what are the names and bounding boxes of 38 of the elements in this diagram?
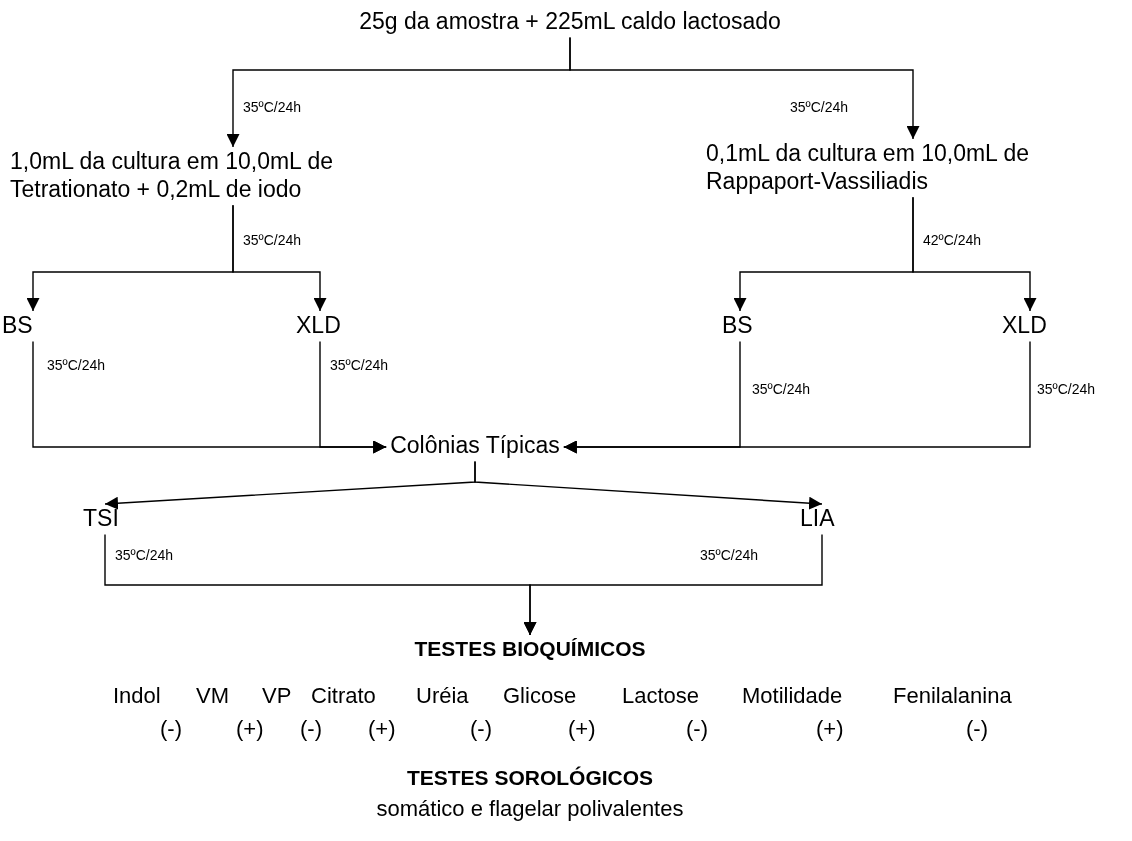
arrow	[319, 340, 387, 454]
test-result: (+)	[368, 716, 396, 742]
test-result: (+)	[236, 716, 264, 742]
section-heading: TESTES SOROLÓGICOS	[406, 766, 654, 791]
test-name: Motilidade	[742, 683, 843, 709]
step-text: XLD	[296, 312, 341, 340]
arrow	[523, 533, 823, 636]
test-name: VP	[262, 683, 292, 709]
step-text: 1,0mL da cultura em 10,0mL de Tetrationato + 0,2mL de iodo	[10, 148, 355, 204]
test-name: Citrato	[311, 683, 376, 709]
test-result: (-)	[966, 716, 988, 742]
step-text: TSI	[83, 505, 119, 533]
test-result: (+)	[816, 716, 844, 742]
test-name: Glicose	[503, 683, 577, 709]
arrow	[563, 340, 1031, 454]
test-result: (-)	[470, 716, 492, 742]
test-name: Indol	[113, 683, 161, 709]
test-result: (-)	[300, 716, 322, 742]
step-text: LIA	[800, 505, 835, 533]
step-text: TESTES BIOQUÍMICOS	[414, 636, 646, 662]
arrow	[569, 36, 920, 140]
test-name: Lactose	[622, 683, 700, 709]
note-text: somático e flagelar polivalentes	[376, 796, 684, 822]
step-text: Colônias Típicas	[390, 432, 560, 460]
test-name: Uréia	[416, 683, 469, 709]
arrow	[232, 204, 327, 312]
step-text: 25g da amostra + 225mL caldo lactosado	[359, 8, 781, 36]
test-name: VM	[196, 683, 229, 709]
arrow	[474, 460, 823, 510]
test-result: (-)	[160, 716, 182, 742]
step-text: BS	[722, 312, 753, 340]
step-text: XLD	[1002, 312, 1047, 340]
arrow	[912, 196, 1037, 312]
test-result: (+)	[568, 716, 596, 742]
step-text: BS	[2, 312, 33, 340]
test-result: (-)	[686, 716, 708, 742]
step-text: 0,1mL da cultura em 10,0mL de Rappaport-Vassiliadis	[706, 140, 1051, 196]
test-name: Fenilalanina	[893, 683, 1012, 709]
